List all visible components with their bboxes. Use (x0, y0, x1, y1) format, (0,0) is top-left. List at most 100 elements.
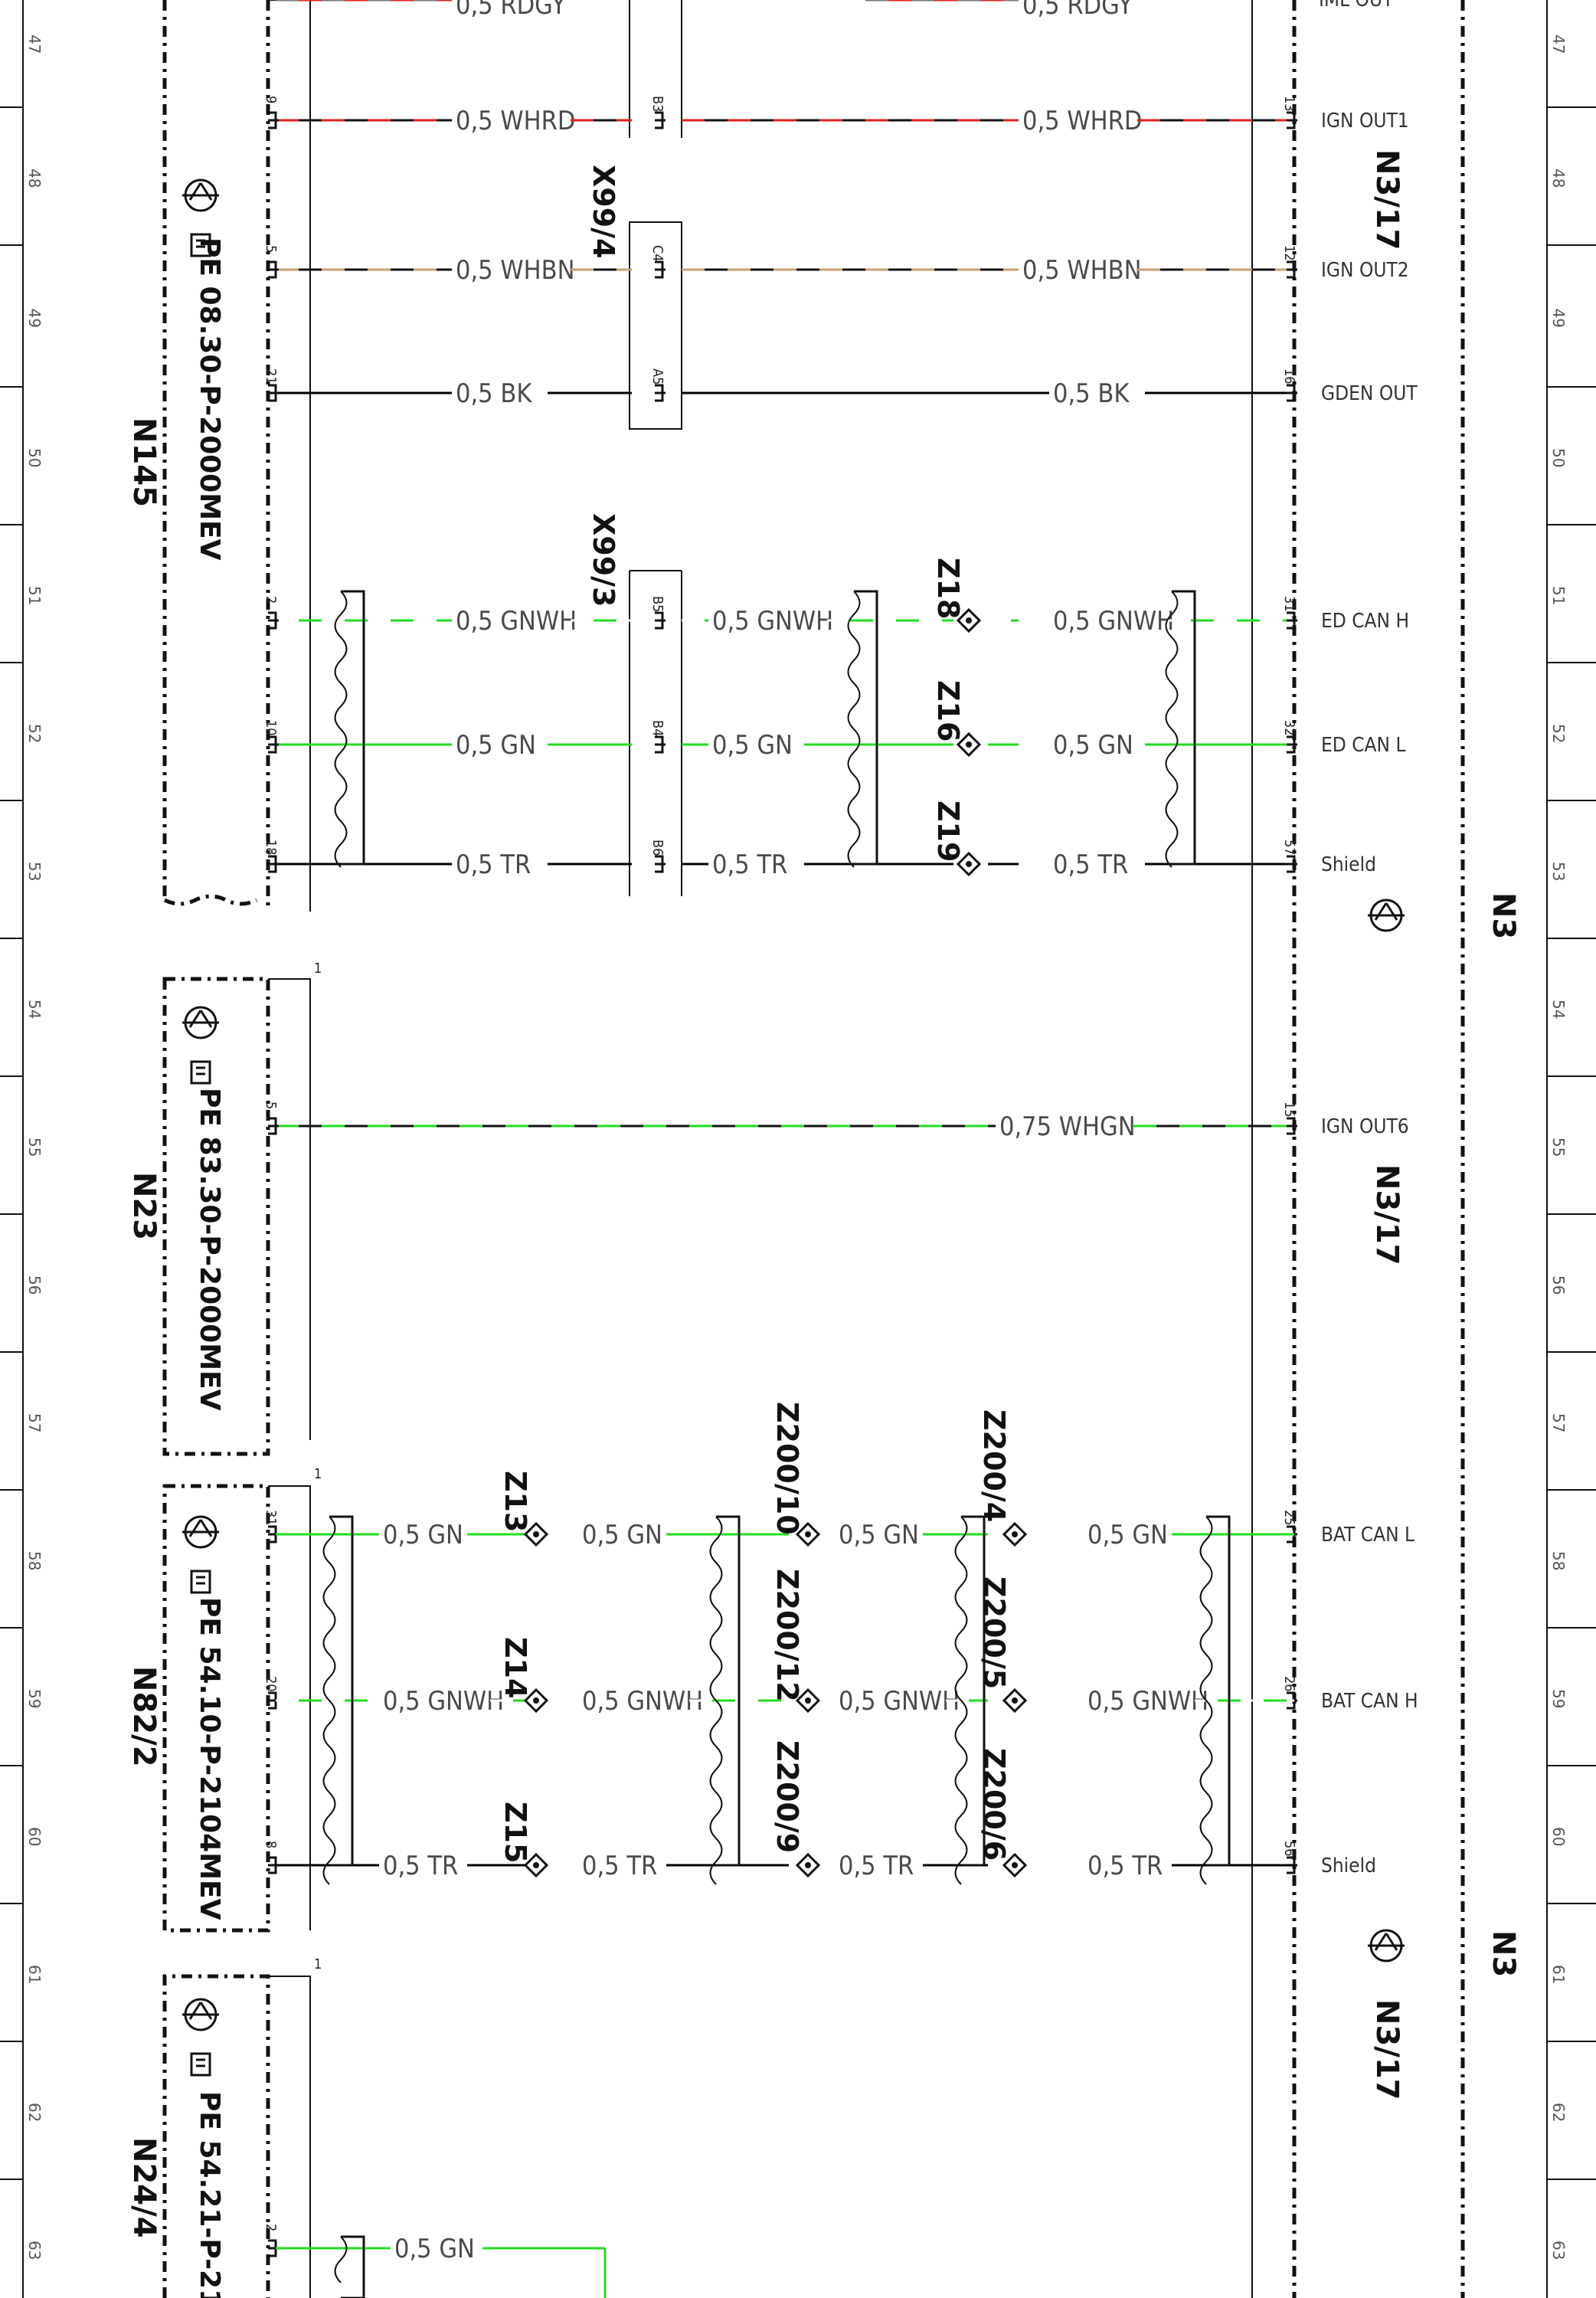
pin-conn-edcanh-terminal (655, 611, 666, 630)
splice-label: Z200/4 (977, 1409, 1011, 1522)
pin-right-edcanh-terminal (1287, 611, 1297, 630)
row-number: 51 (25, 586, 44, 605)
wire-label: 0,5 GNWH (383, 1686, 504, 1717)
splice-dot (533, 1697, 539, 1704)
pin-left-shield1-terminal (268, 855, 279, 873)
pointer-hand-icon (190, 1570, 211, 1594)
signal-label: IGN OUT6 (1321, 1115, 1409, 1138)
signal-label: GDEN OUT (1321, 382, 1418, 405)
shield-braid-wave (1165, 591, 1179, 868)
splice-label: Z200/10 (770, 1402, 804, 1535)
row-number: 50 (1549, 448, 1568, 467)
wire-label: 0,5 BK (1053, 378, 1130, 409)
row-number: 62 (25, 2103, 44, 2122)
pin-left-gden-label: 21 (263, 368, 279, 385)
splice-dot (1012, 1862, 1018, 1868)
row-number: 63 (1549, 2241, 1568, 2260)
n82-2-box (162, 1484, 311, 1933)
n145-box (162, 0, 311, 912)
pin-left-batcanl-label: 31 (263, 1510, 279, 1526)
row-number: 59 (1549, 1689, 1568, 1708)
pin-right-gden-label: 16 (1281, 368, 1297, 385)
row-number: 53 (25, 862, 44, 881)
x99-3-connector (629, 570, 682, 896)
pin-left-gden-terminal (268, 384, 279, 402)
pin-right-edcanh-label: 31 (1281, 596, 1297, 612)
x99-4-connector (629, 0, 682, 430)
shield-braid (329, 1515, 354, 1867)
shield-braid-wave (322, 1516, 336, 1885)
symbols (182, 178, 1405, 2077)
shield-braid-wave (709, 1516, 723, 1885)
splice-label: Z200/12 (770, 1569, 804, 1702)
ground-icon-mark (182, 182, 219, 201)
pin-left-edcanh-terminal (268, 611, 279, 630)
n24-4-ref: PE 54.21-P-21 (194, 2091, 225, 2298)
n23-id: N23 (126, 1172, 162, 1240)
splice-label: Z200/6 (977, 1748, 1011, 1861)
wire-label: 0,5 GN (839, 1520, 919, 1550)
n24-4-box (162, 1974, 311, 2298)
pin-left-n24-label: 2 (263, 2224, 279, 2231)
row-number: 48 (25, 169, 44, 188)
pin-left-ign1-label: 9 (263, 96, 279, 103)
wire-label: 0,5 GN (712, 730, 793, 761)
pin-right-ign6-label: 15 (1281, 1102, 1297, 1118)
pin-conn-shield1-terminal (655, 855, 666, 873)
splice-dot (1012, 1697, 1018, 1704)
row-number: 52 (1549, 724, 1568, 743)
pin-conn-shield1-label: B6 (649, 840, 666, 856)
wire-label: 0,5 GNWH (1053, 606, 1174, 637)
signal-label: IGN OUT1 (1321, 110, 1409, 133)
ground-icon-mark (182, 1519, 219, 1537)
row-number: 52 (25, 724, 44, 743)
row-number: 51 (1549, 586, 1568, 605)
splice-dot (805, 1531, 811, 1537)
splice-dot (533, 1862, 539, 1868)
n3-17-id: N3/17 (1369, 149, 1405, 250)
splice-label: Z15 (499, 1802, 532, 1863)
pin-right-ign2-label: 12 (1281, 245, 1297, 261)
n145-id: N145 (126, 417, 162, 507)
x99-3-label: X99/3 (587, 513, 620, 607)
wire-label: 0,5 GN (456, 730, 536, 761)
pin-right-shield1-label: 57 (1281, 840, 1297, 856)
shield-braid-wave (847, 591, 861, 868)
splice-label: Z18 (931, 558, 965, 619)
wire-label: 0,5 GN (383, 1520, 463, 1550)
ground-icon-mark (182, 1010, 219, 1028)
row-number: 55 (25, 1138, 44, 1157)
wire-label: 0,5 TR (839, 1851, 914, 1881)
row-number: 60 (25, 1827, 44, 1846)
pin-conn-edcanh-label: B5 (649, 596, 666, 612)
wire-label: 0,5 TR (1053, 849, 1128, 880)
splice-label: Z14 (499, 1637, 532, 1698)
pin-right-batcanl-label: 25 (1281, 1510, 1297, 1526)
shield-braid (961, 1515, 986, 1867)
splice-label: Z19 (931, 800, 965, 862)
n145-ref: PE 08.30-P-2000MEV (194, 237, 225, 561)
pin-right-batcanh-label: 26 (1281, 1676, 1297, 1692)
signal-label: Shield (1321, 1854, 1376, 1877)
pin-right-shield1-terminal (1287, 855, 1297, 873)
pin-conn-gden-label: A5 (649, 368, 666, 385)
pin-left-ign2-label: 5 (263, 245, 279, 253)
n82-2-id: N82/2 (126, 1666, 162, 1767)
wire-label: 0,5 GN (582, 1520, 662, 1550)
row-number: 54 (25, 1000, 44, 1019)
pin-right-ign1-terminal (1287, 111, 1297, 129)
splice-dot (805, 1697, 811, 1704)
signal-label: BAT CAN H (1321, 1690, 1418, 1713)
shield-braid-wave (954, 1516, 968, 1885)
wire-label: 0,5 TR (383, 1851, 458, 1881)
row-number: 60 (1549, 1827, 1568, 1846)
pin-conn-ign1-terminal (655, 111, 666, 129)
x99-4-label: X99/4 (587, 165, 620, 259)
shield-braid (716, 1515, 741, 1867)
n23-ref: PE 83.30-P-2000MEV (194, 1088, 225, 1411)
row-number: 55 (1549, 1138, 1568, 1157)
pin-left-ign2-terminal (268, 260, 279, 279)
row-number: 54 (1549, 1000, 1568, 1019)
row-number: 53 (1549, 862, 1568, 881)
